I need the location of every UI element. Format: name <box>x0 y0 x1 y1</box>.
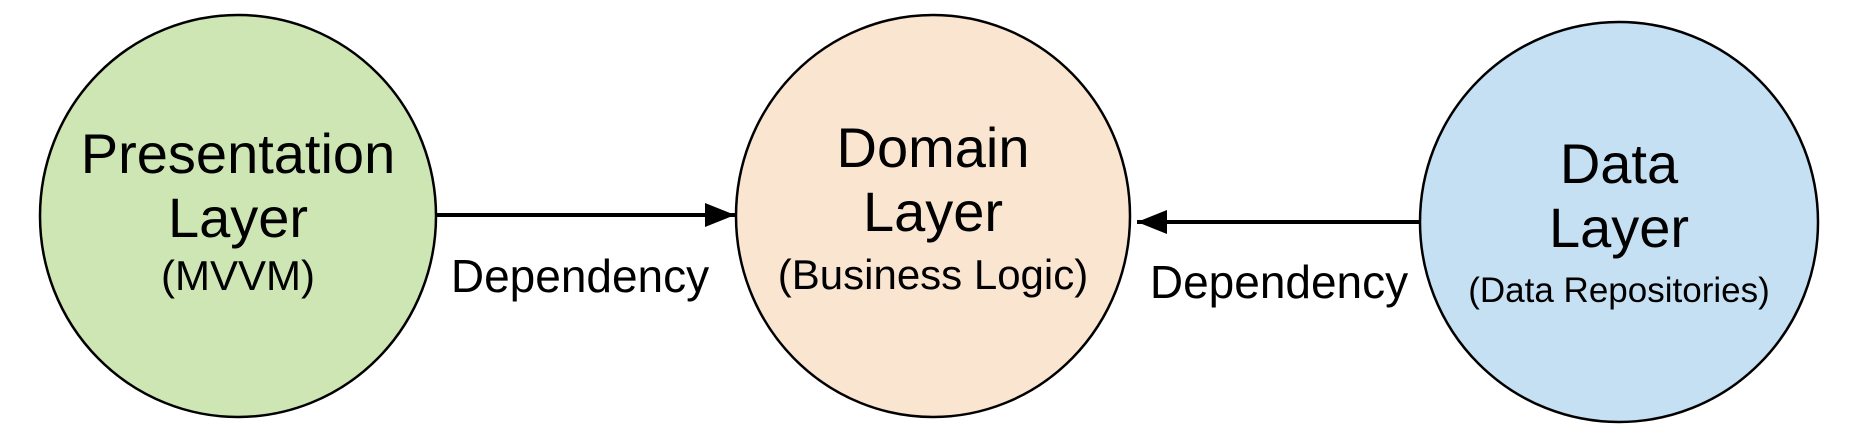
domain-layer-subtitle: (Business Logic) <box>778 251 1088 298</box>
presentation-layer-title-line1: Presentation <box>81 122 395 185</box>
data-layer-subtitle: (Data Repositories) <box>1468 271 1770 310</box>
domain-layer-title-line1: Domain <box>837 116 1030 179</box>
node-domain-layer: Domain Layer (Business Logic) <box>734 13 1132 419</box>
edge-label-data-dependency: Dependency <box>1150 256 1408 308</box>
presentation-layer-title-line2: Layer <box>168 186 308 249</box>
node-data-layer: Data Layer (Data Repositories) <box>1418 20 1820 424</box>
edge-label-presentation-dependency: Dependency <box>451 250 709 302</box>
presentation-layer-circle <box>38 13 438 419</box>
data-layer-circle <box>1418 20 1820 424</box>
data-layer-title-line2: Layer <box>1549 196 1689 259</box>
domain-layer-circle <box>734 13 1132 419</box>
node-presentation-layer: Presentation Layer (MVVM) <box>38 13 438 419</box>
domain-layer-title-line2: Layer <box>863 180 1003 243</box>
presentation-layer-subtitle: (MVVM) <box>161 252 315 299</box>
data-layer-title-line1: Data <box>1560 132 1679 195</box>
